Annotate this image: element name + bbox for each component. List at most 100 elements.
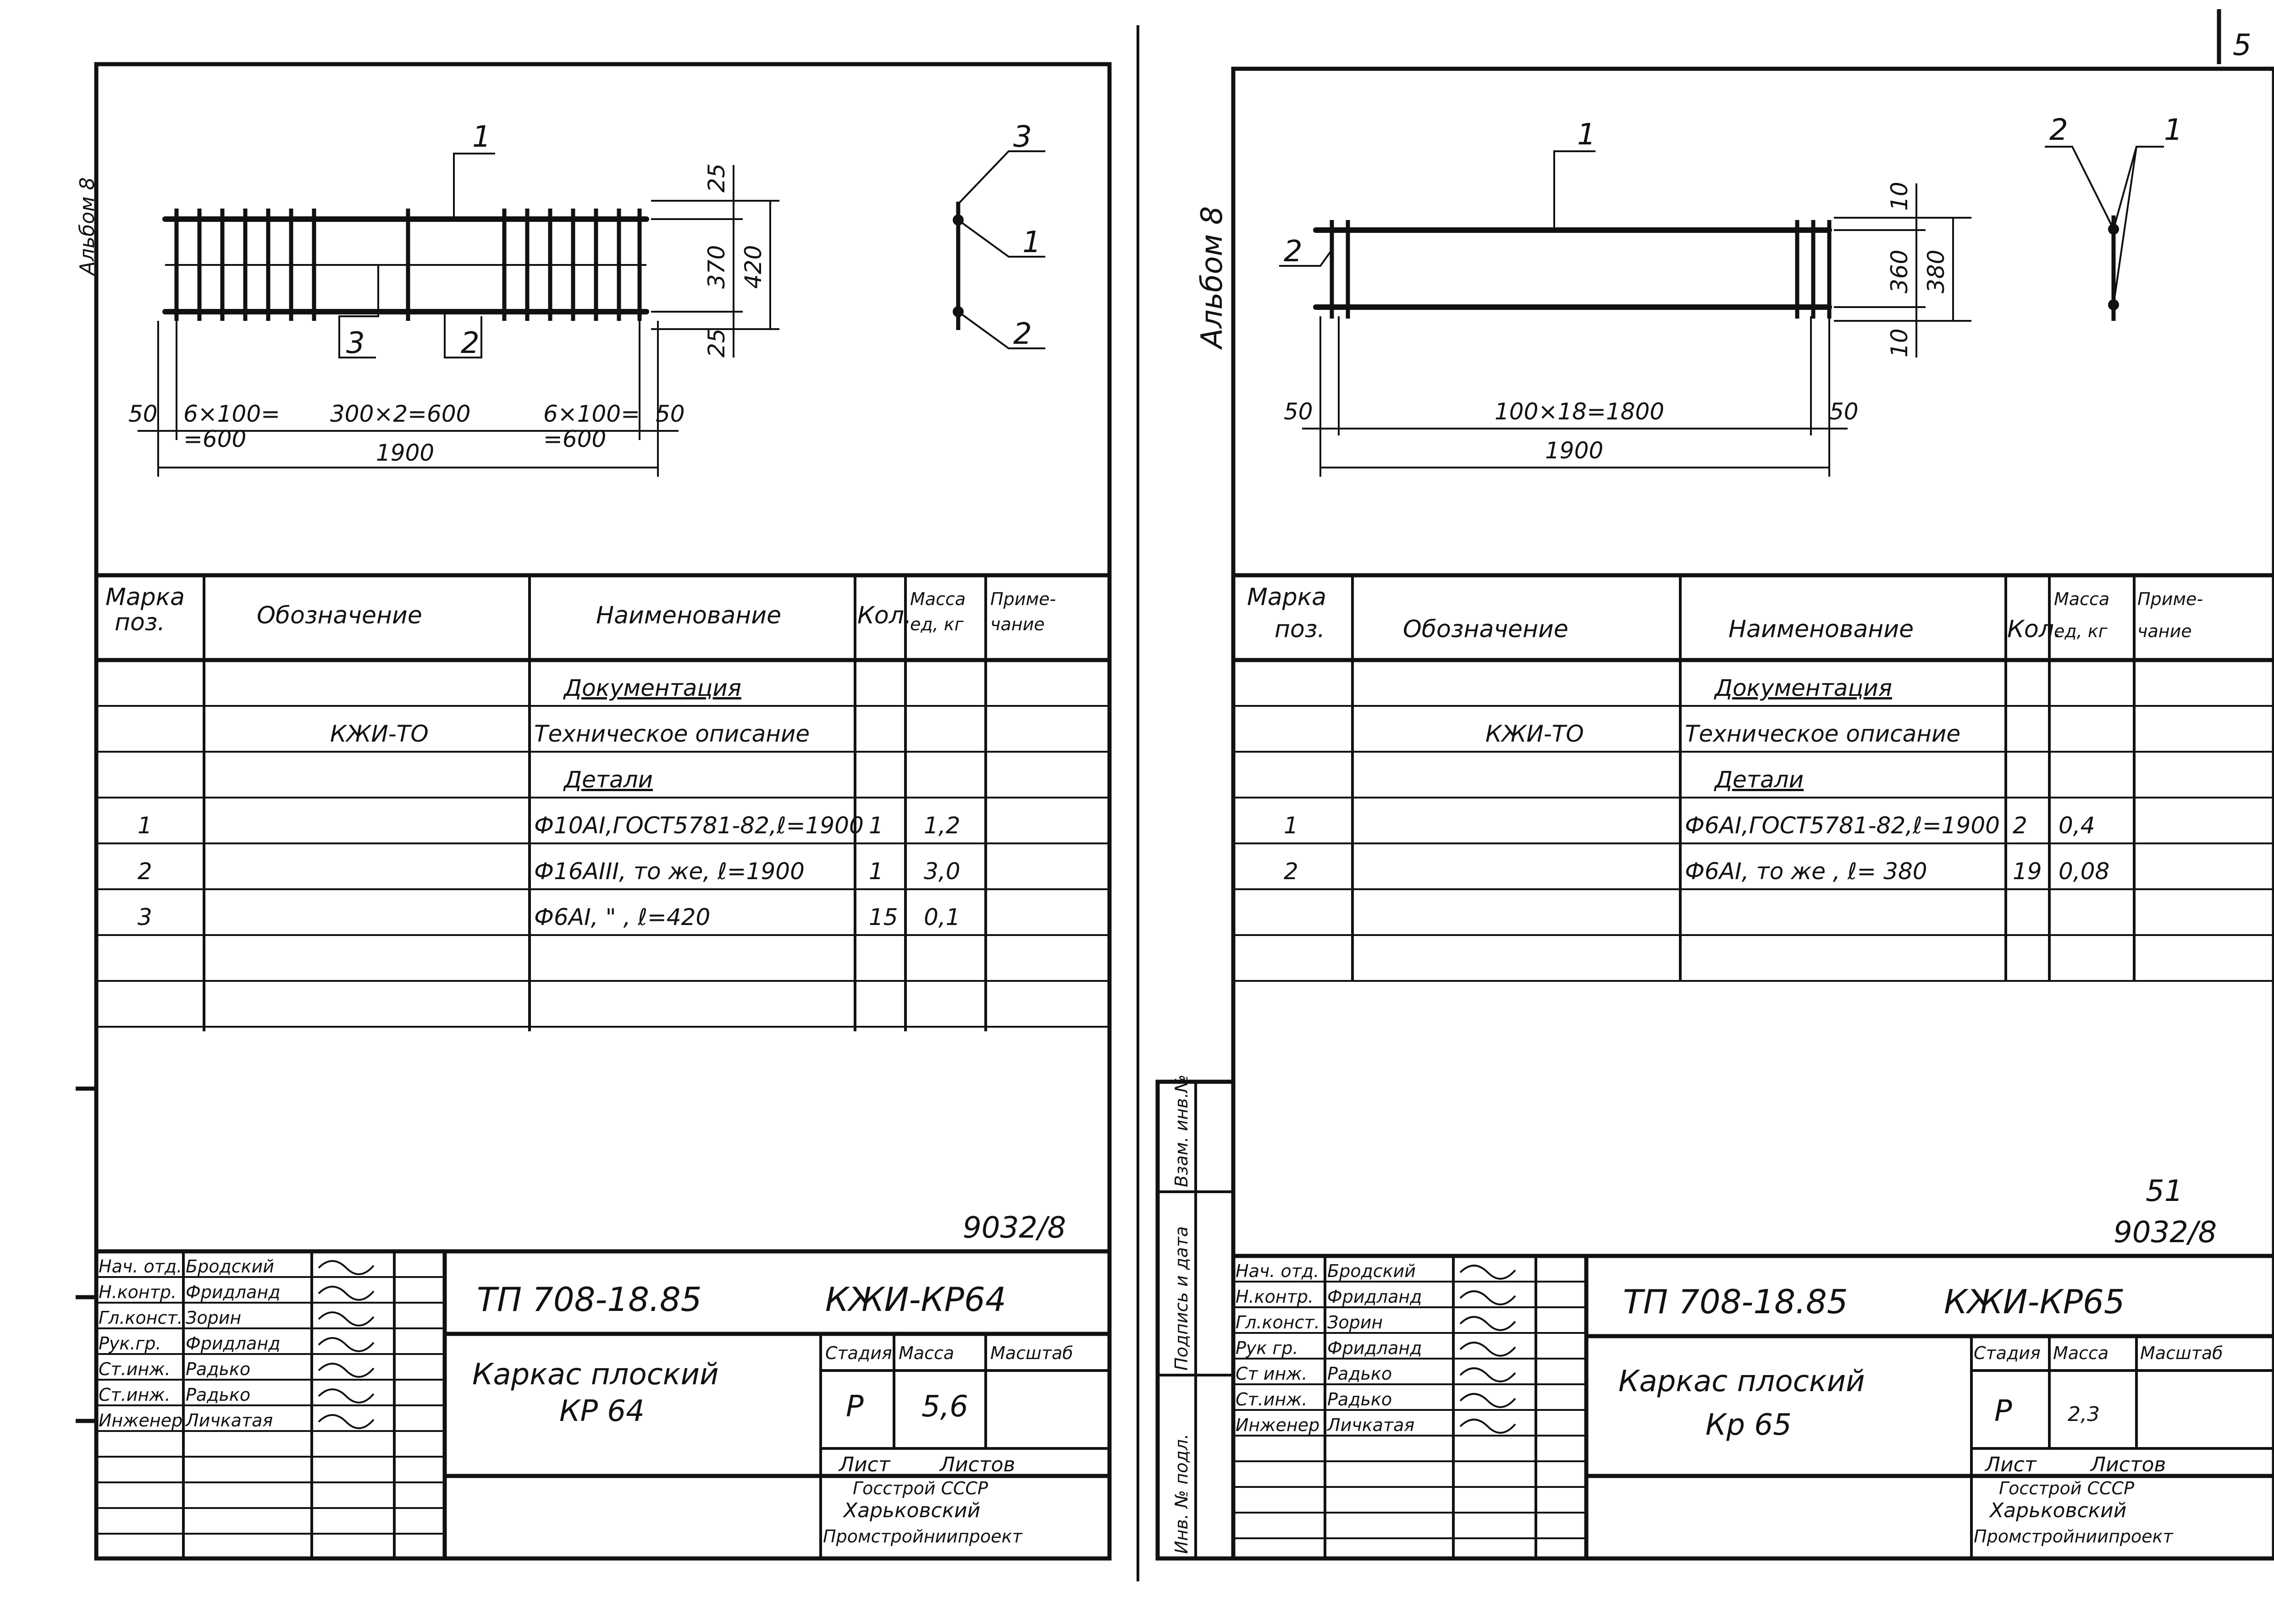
drawing-code: КЖИ-КР65	[1944, 1283, 2125, 1321]
drawing-code: КЖИ-КР64	[825, 1280, 1006, 1319]
tb-name: Личкатая	[1326, 1415, 1414, 1435]
tb-name: Радько	[186, 1385, 250, 1405]
col-header-mass: Масса	[910, 589, 966, 609]
tb-role: Инженер	[1236, 1415, 1319, 1435]
section-leader	[2113, 146, 2164, 230]
col-header-mark-2: поз.	[1275, 616, 1325, 643]
tb-stage-header: Стадия	[1974, 1343, 2041, 1363]
cell-name: Детали	[563, 766, 653, 793]
dim-label: 1900	[376, 440, 434, 466]
tb-people: Нач. отд.БродскийН.контр.ФридландГл.конс…	[99, 1256, 375, 1431]
row-lines	[96, 705, 1109, 1028]
project-number: ТП 708-18.85	[477, 1280, 702, 1319]
cell-name: Ф6АI, " , ℓ=420	[534, 904, 710, 930]
dim-label: 1900	[1545, 437, 1603, 464]
tb-role: Гл.конст.	[99, 1308, 183, 1328]
dim-label: 370	[703, 245, 730, 289]
col-header-note-2: чание	[990, 614, 1045, 634]
callout-1-leader	[1553, 150, 1595, 230]
cell-name: Техническое описание	[534, 721, 810, 747]
dim-label: 300×2=600	[330, 401, 470, 427]
tb-role: Нач. отд.	[1236, 1261, 1319, 1281]
dim-label: =600	[183, 426, 246, 452]
left-cage-drawing: 1 3 2 25 370 420 25 50 6×100= =600 300×2…	[128, 120, 1045, 477]
dim-label: 10	[1886, 328, 1913, 358]
tb-scale-header: Масштаб	[990, 1343, 1073, 1363]
tb-sheet: Лист	[838, 1453, 891, 1476]
tb-scale-header: Масштаб	[2140, 1343, 2223, 1363]
cell-name: Документация	[1714, 675, 1892, 701]
signature-mark	[318, 1388, 375, 1404]
tb-role: Н.контр.	[1236, 1287, 1314, 1307]
tb-sheets: Листов	[2090, 1453, 2166, 1476]
tb-lines	[1233, 1281, 1586, 1539]
section-leader	[2113, 146, 2137, 305]
tb-role: Ст.инж.	[99, 1359, 171, 1379]
org-line: Госстрой СССР	[853, 1478, 988, 1498]
callout-label: 2	[1284, 235, 1303, 269]
tb-sheets: Листов	[939, 1453, 1015, 1476]
left-title-block: Нач. отд.БродскийН.контр.ФридландГл.конс…	[96, 1249, 1109, 1558]
cell-mass: 0,08	[2059, 858, 2109, 885]
cell-qty: 2	[2013, 812, 2027, 839]
cell-name: Ф10АI,ГОСТ5781-82,ℓ=1900	[534, 812, 864, 839]
cell-mark: 1	[1284, 812, 1298, 839]
project-number: ТП 708-18.85	[1623, 1283, 1848, 1321]
cell-designation: КЖИ-ТО	[330, 721, 429, 747]
tb-name: Радько	[186, 1359, 250, 1379]
section-callout: 1	[2164, 113, 2183, 147]
col-header-designation: Обозначение	[1403, 616, 1568, 643]
tb-name: Фридланд	[1327, 1338, 1422, 1358]
signature-mark	[1459, 1342, 1516, 1357]
dim-label: 6×100=	[543, 401, 640, 427]
dim-label: 50	[128, 401, 158, 427]
dim-label: 10	[1886, 182, 1913, 211]
tb-name: Фридланд	[186, 1333, 281, 1354]
tb-role: Гл.конст.	[1236, 1312, 1320, 1332]
drawing-title: Каркас плоский	[1618, 1365, 1865, 1398]
org-line: Промстройниипроект	[1974, 1526, 2174, 1547]
cell-name: Ф16АIII, то же, ℓ=1900	[534, 858, 805, 885]
tb-stage: Р	[1994, 1394, 2012, 1428]
cell-mass: 3,0	[924, 858, 960, 885]
col-header-note: Приме-	[2137, 589, 2203, 609]
drawing-title: Каркас плоский	[472, 1358, 719, 1392]
tb-role: Рук.гр.	[99, 1333, 161, 1354]
tb-name: Бродский	[1327, 1261, 1416, 1281]
tb-name: Зорин	[1327, 1312, 1383, 1332]
signature-mark	[318, 1363, 375, 1378]
stirrups	[174, 209, 642, 321]
cell-name: Ф6АI,ГОСТ5781-82,ℓ=1900	[1685, 812, 2000, 839]
left-spec-table: Марка поз. Обозначение Наименование Кол.…	[96, 573, 1109, 1031]
ref-number: 9032/8	[2114, 1216, 2217, 1250]
col-header-mark-2: поз.	[115, 609, 165, 636]
ref-number: 9032/8	[963, 1211, 1066, 1245]
right-sheet: Альбом 8 Взам. инв.№ Подпись и дата Инв.…	[1155, 66, 2274, 1561]
right-frame	[1231, 66, 2274, 1561]
cell-mark: 1	[138, 812, 152, 839]
tb-name: Фридланд	[186, 1282, 281, 1302]
signature-mark	[1459, 1316, 1516, 1331]
dim-label: 100×18=1800	[1495, 398, 1664, 425]
tb-role: Ст.инж.	[99, 1385, 171, 1405]
dim-label: =600	[543, 426, 606, 452]
section-leader	[2045, 146, 2114, 230]
right-side-label: Альбом 8	[1195, 206, 1229, 350]
callout-2-leader	[1279, 249, 1333, 267]
col-header-mark: Марка	[1247, 584, 1326, 611]
cell-mark: 3	[138, 904, 152, 930]
row-lines	[1233, 705, 2274, 982]
section-callout: 3	[1013, 120, 1032, 154]
dim-label: 420	[740, 245, 767, 289]
section-callout: 2	[1013, 317, 1032, 351]
left-sheet: Альбом 8 1 3 2 25 370 420 2	[76, 62, 1112, 1561]
section-leader	[957, 219, 1045, 258]
tb-name: Радько	[1327, 1364, 1392, 1384]
signature-mark	[1459, 1393, 1516, 1408]
col-header-note-2: чание	[2137, 621, 2192, 641]
cell-mass: 0,1	[924, 904, 960, 930]
drawing-subtitle: Кр 65	[1706, 1408, 1792, 1442]
